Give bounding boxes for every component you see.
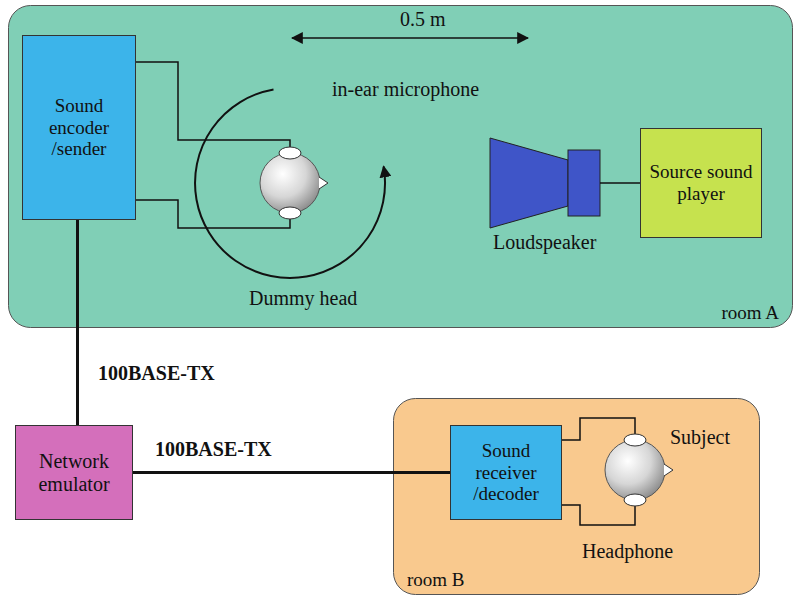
- head-label: Dummy head: [249, 287, 357, 310]
- player-box: Source sound player: [640, 128, 762, 238]
- room-name: room B: [407, 569, 465, 591]
- headphone-cup: [624, 434, 646, 446]
- box-text: Sound encoder /sender: [23, 95, 135, 161]
- dummy-head: [260, 153, 320, 213]
- decoder-box: Sound receiver /decoder: [450, 425, 562, 520]
- headphone-wire: [550, 418, 635, 440]
- box-text: Sound receiver /decoder: [451, 440, 561, 506]
- network-cable: [133, 471, 450, 474]
- headphone-wire: [550, 505, 635, 525]
- network-cable: [76, 220, 79, 425]
- link-label: 100BASE-TX: [95, 362, 218, 385]
- microphone-label: in-ear microphone: [332, 78, 479, 101]
- box-text: Source sound player: [641, 161, 761, 205]
- box-text: Network emulator: [16, 450, 132, 496]
- speaker-label: Loudspeaker: [493, 231, 596, 254]
- mic-wire: [123, 200, 290, 228]
- headphone-cup: [624, 494, 646, 506]
- room-fill: [9, 6, 793, 328]
- nose-mark: [319, 177, 328, 189]
- room-fill: [394, 399, 760, 595]
- subject-head: [605, 440, 665, 500]
- nose-mark: [664, 464, 673, 476]
- headphone-label: Headphone: [582, 540, 673, 563]
- dimension-arrow: [292, 37, 528, 39]
- loudspeaker-body: [568, 150, 600, 216]
- encoder-box: Sound encoder /sender: [22, 35, 136, 220]
- link-label: 100BASE-TX: [152, 438, 275, 461]
- room-name: room A: [721, 302, 779, 324]
- in-ear-microphone: [279, 147, 301, 159]
- in-ear-microphone: [279, 207, 301, 219]
- dimension-label: 0.5 m: [400, 8, 446, 31]
- emulator-box: Network emulator: [15, 425, 133, 520]
- rotation-arc: [195, 89, 385, 278]
- subject-label: Subject: [670, 426, 730, 449]
- speaker-wire: [600, 182, 640, 184]
- room-region: room A Sound encoder /senderSource sound …: [8, 5, 793, 328]
- mic-wire: [123, 62, 290, 147]
- loudspeaker-cone: [490, 138, 568, 228]
